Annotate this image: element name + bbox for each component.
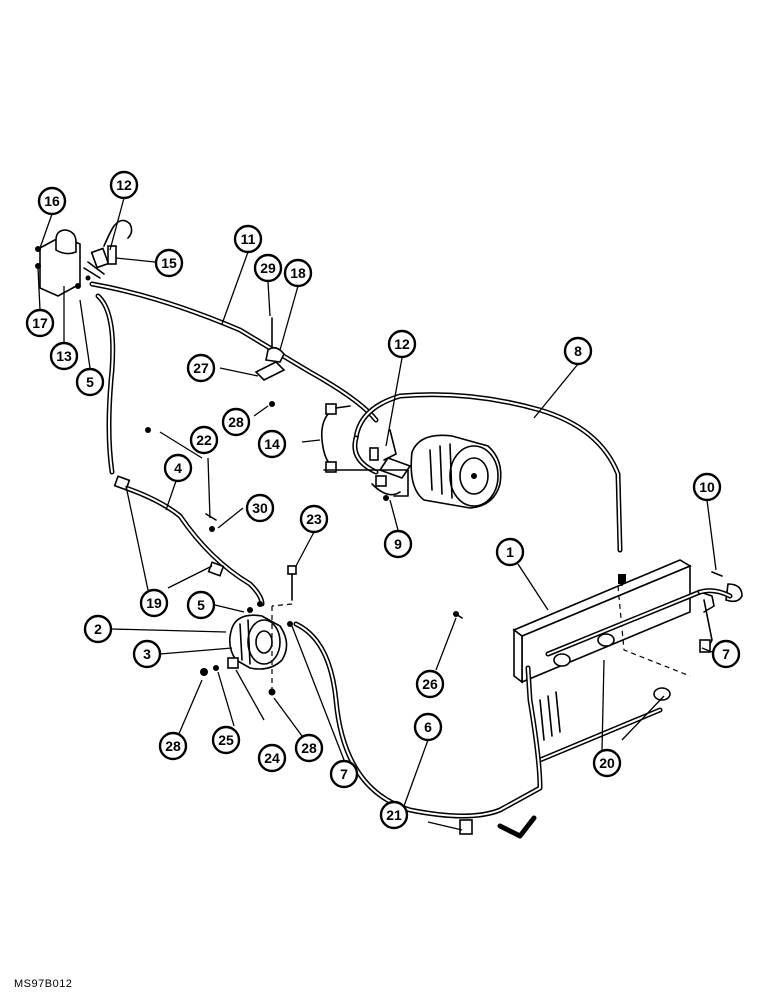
hose-11 xyxy=(89,281,379,423)
svg-text:27: 27 xyxy=(193,360,209,376)
callout-21: 21 xyxy=(379,800,409,830)
callout-1: 1 xyxy=(495,537,525,567)
svg-text:18: 18 xyxy=(290,265,306,281)
callout-2: 2 xyxy=(83,614,113,644)
svg-text:24: 24 xyxy=(264,750,280,766)
callout-8: 8 xyxy=(563,336,593,366)
callout-20: 20 xyxy=(592,748,622,778)
reference-code: MS97B012 xyxy=(14,978,73,990)
hardware xyxy=(200,565,463,696)
svg-text:17: 17 xyxy=(32,315,48,331)
svg-text:1: 1 xyxy=(506,544,514,560)
callout-12a: 12 xyxy=(109,170,139,200)
callouts: 1 2 3 4 5 5 6 7 7 8 9 10 11 12 12 13 14 … xyxy=(25,170,741,830)
svg-text:26: 26 xyxy=(422,676,438,692)
callout-22: 22 xyxy=(189,425,219,455)
callout-19: 19 xyxy=(139,588,169,618)
callout-3: 3 xyxy=(132,639,162,669)
svg-text:28: 28 xyxy=(165,738,181,754)
svg-text:10: 10 xyxy=(699,479,715,495)
callout-10: 10 xyxy=(692,472,722,502)
svg-text:6: 6 xyxy=(424,719,432,735)
callout-27: 27 xyxy=(186,353,216,383)
callout-18: 18 xyxy=(283,258,313,288)
callout-25: 25 xyxy=(211,725,241,755)
bracket xyxy=(254,317,286,407)
svg-text:2: 2 xyxy=(94,621,102,637)
svg-text:8: 8 xyxy=(574,343,582,359)
svg-text:5: 5 xyxy=(197,597,205,613)
svg-text:13: 13 xyxy=(56,348,72,364)
mount-bracket xyxy=(323,429,409,501)
expansion-valve xyxy=(35,229,105,297)
hose-8 xyxy=(352,392,623,553)
callout-11: 11 xyxy=(233,224,263,254)
svg-text:9: 9 xyxy=(394,536,402,552)
hose-6 xyxy=(293,621,543,839)
svg-text:22: 22 xyxy=(196,432,212,448)
svg-text:12: 12 xyxy=(394,336,410,352)
fitting-10 xyxy=(697,571,743,603)
svg-text:25: 25 xyxy=(218,732,234,748)
callout-7a: 7 xyxy=(329,759,359,789)
svg-text:7: 7 xyxy=(722,646,730,662)
pressure-switch xyxy=(90,219,133,269)
compressor xyxy=(371,434,502,509)
callout-28a: 28 xyxy=(158,731,188,761)
callout-29: 29 xyxy=(253,253,283,283)
svg-text:16: 16 xyxy=(44,193,60,209)
callout-28b: 28 xyxy=(294,733,324,763)
parts-drawing xyxy=(35,219,743,839)
callout-16: 16 xyxy=(37,186,67,216)
svg-text:12: 12 xyxy=(116,177,132,193)
drier-tubes xyxy=(537,589,715,763)
svg-text:15: 15 xyxy=(161,255,177,271)
svg-text:28: 28 xyxy=(301,740,317,756)
svg-text:5: 5 xyxy=(86,374,94,390)
svg-text:11: 11 xyxy=(241,231,256,247)
svg-text:21: 21 xyxy=(386,807,402,823)
condenser xyxy=(512,559,692,741)
svg-text:7: 7 xyxy=(340,766,348,782)
svg-text:4: 4 xyxy=(174,460,182,476)
callout-23: 23 xyxy=(299,504,329,534)
callout-5b: 5 xyxy=(186,590,216,620)
callout-26: 26 xyxy=(415,669,445,699)
liquid-line xyxy=(95,293,265,607)
callout-17: 17 xyxy=(25,308,55,338)
callout-7b: 7 xyxy=(711,639,741,669)
svg-text:20: 20 xyxy=(599,755,615,771)
svg-text:3: 3 xyxy=(143,646,151,662)
harness-14 xyxy=(320,403,351,473)
callout-9: 9 xyxy=(383,529,413,559)
leader-lines xyxy=(37,197,717,831)
callout-13: 13 xyxy=(49,341,79,371)
svg-text:14: 14 xyxy=(264,436,280,452)
callout-30: 30 xyxy=(245,493,275,523)
callout-14: 14 xyxy=(257,429,287,459)
svg-text:30: 30 xyxy=(252,500,268,516)
callout-28c: 28 xyxy=(221,407,251,437)
callout-15: 15 xyxy=(154,248,184,278)
svg-text:23: 23 xyxy=(306,511,322,527)
callout-12b: 12 xyxy=(387,329,417,359)
svg-text:28: 28 xyxy=(228,414,244,430)
svg-text:19: 19 xyxy=(146,595,162,611)
svg-text:29: 29 xyxy=(260,260,276,276)
callout-4: 4 xyxy=(163,453,193,483)
callout-5a: 5 xyxy=(75,367,105,397)
callout-6: 6 xyxy=(413,712,443,742)
callout-24: 24 xyxy=(257,743,287,773)
